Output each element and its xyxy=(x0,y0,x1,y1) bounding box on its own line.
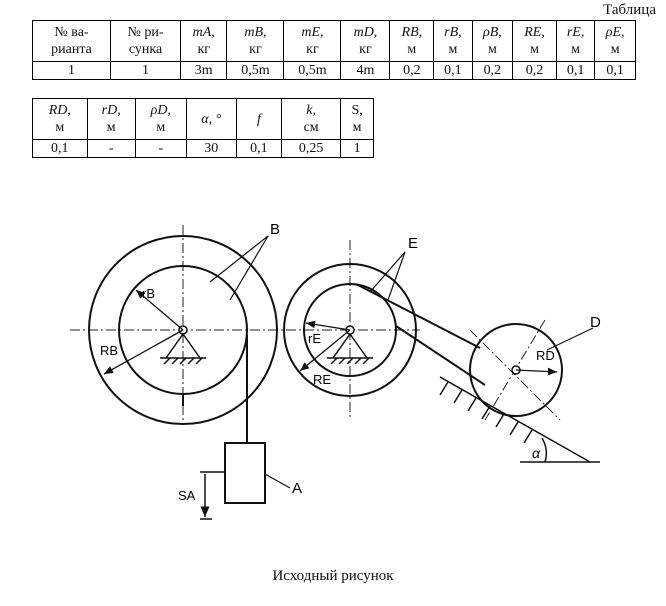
table2-header-unit: см xyxy=(303,120,319,135)
table1-header-cell: № ва-рианта xyxy=(31,20,112,62)
label-rb-large: RB xyxy=(100,343,118,358)
table1-header-symbol: mD, xyxy=(353,25,378,40)
table2-header-cell: α, ° xyxy=(185,98,237,140)
label-alpha: α xyxy=(532,445,541,461)
table2-header-cell: S, м xyxy=(340,98,374,140)
label-a: A xyxy=(292,480,302,497)
table1-header-unit: кг xyxy=(249,42,262,57)
roller-d xyxy=(469,323,563,417)
parameters-table-1: № ва-рианта № ри-сунка mA, кг mB, кг mE, кг mD, к… xyxy=(31,20,636,80)
label-b: B xyxy=(270,221,280,238)
table2-header-cell: k, см xyxy=(280,98,342,140)
table1-value-cell: 0,1 xyxy=(555,61,596,80)
table2-header-unit: м xyxy=(55,120,65,135)
radius-arrows xyxy=(103,289,558,376)
table1-value-cell: 0,1 xyxy=(594,61,636,80)
table1-header-row: № ва-рианта № ри-сунка mA, кг mB, кг mE, кг mD, к… xyxy=(31,20,636,62)
table1-header-unit: кг xyxy=(197,42,210,57)
table2-header-symbol: rD, xyxy=(101,103,121,118)
cables xyxy=(182,283,486,443)
label-rd: RD xyxy=(536,348,555,363)
table1-header-unit: м xyxy=(407,42,417,57)
figure-caption: Исходный рисунок xyxy=(272,568,394,584)
table1-header-unit: м xyxy=(530,42,539,57)
table1-value-cell: 0,2 xyxy=(389,61,435,80)
table1-header-symbol: rE, xyxy=(566,25,585,40)
table1-header-cell: rB, м xyxy=(433,20,473,62)
table1-header-symbol: mB, xyxy=(244,25,267,40)
table2-value-cell: 1 xyxy=(340,139,374,158)
table1-value-cell: 0,1 xyxy=(433,61,473,80)
table1-header-cell: ρE, м xyxy=(594,20,636,62)
table1-header-unit: кг xyxy=(359,42,372,57)
table1-header-symbol: ρB, xyxy=(483,25,502,40)
table1-header-symbol: ρE, xyxy=(605,25,625,40)
table1-header-cell: RB, м xyxy=(389,20,435,62)
pulley-e xyxy=(283,263,417,397)
table2-value-cell: 0,1 xyxy=(235,139,283,158)
table2-header-row: RD, м rD, м ρD, м α, ° f k, см S, м xyxy=(32,98,374,140)
table1-header-unit: рианта xyxy=(51,42,92,57)
table2-header-unit: м xyxy=(352,120,362,135)
table1-header-symbol: № ва- xyxy=(54,25,89,40)
table2-value-cell: 30 xyxy=(185,139,237,158)
table1-header-unit: м xyxy=(448,42,458,57)
table1-header-symbol: RE, xyxy=(524,25,545,40)
table1-value-cell: 0,2 xyxy=(471,61,514,80)
table2-header-unit: м xyxy=(156,120,166,135)
table2-value-cell: 0,25 xyxy=(280,139,342,158)
table2-value-cell: - xyxy=(86,139,136,158)
label-sa: SA xyxy=(178,488,196,503)
table2-header-symbol: RD, xyxy=(48,103,71,118)
incline-plane xyxy=(439,376,600,463)
table1-header-unit: м xyxy=(610,42,620,57)
table1-header-unit: м xyxy=(571,42,581,57)
table1-header-cell: mA, кг xyxy=(180,20,228,62)
table1-header-cell: rE, м xyxy=(555,20,596,62)
table2-header-unit: м xyxy=(106,120,116,135)
table2-value-cell: 0,1 xyxy=(32,139,88,158)
table1-header-symbol: RB, xyxy=(401,25,423,40)
table2-header-symbol: S, xyxy=(351,103,363,118)
table1-value-cell: 1 xyxy=(31,61,112,80)
table1-value-cell: 1 xyxy=(110,61,182,80)
table1-value-cell: 4m xyxy=(340,61,391,80)
table2-header-cell: RD, м xyxy=(32,98,88,140)
table1-header-unit: м xyxy=(487,42,497,57)
table1-value-cell: 0,5m xyxy=(283,61,342,80)
table1-header-symbol: mE, xyxy=(301,25,324,40)
label-e: E xyxy=(408,235,418,252)
table2-header-symbol: α, ° xyxy=(201,111,222,127)
table1-value-cell: 0,5m xyxy=(226,61,285,80)
table1-header-cell: mB, кг xyxy=(226,20,285,62)
table1-header-unit: сунка xyxy=(128,42,163,57)
table-caption: Таблица xyxy=(603,2,656,18)
label-re-large: RE xyxy=(313,372,331,387)
label-re-small: rE xyxy=(308,331,321,346)
table2-header-cell: f xyxy=(235,98,283,140)
table1-header-symbol: mA, xyxy=(192,25,215,40)
table1-header-symbol: № ри- xyxy=(127,25,164,40)
table2-header-symbol: f xyxy=(256,111,261,127)
label-rb-small: rB xyxy=(142,286,155,301)
table1-value-cell: 0,2 xyxy=(512,61,557,80)
table2-header-symbol: ρD, xyxy=(150,103,171,118)
table2-header-symbol: k, xyxy=(306,103,316,118)
weight-a xyxy=(224,442,266,504)
leader-lines xyxy=(209,235,594,489)
support-b xyxy=(160,325,206,365)
table1-value-cell: 3m xyxy=(180,61,228,80)
table1-header-symbol: rB, xyxy=(444,25,462,40)
displacement-sa xyxy=(200,471,225,520)
label-d: D xyxy=(590,314,601,331)
table1-header-unit: кг xyxy=(306,42,319,57)
table1-header-cell: RE, м xyxy=(512,20,557,62)
table1-header-cell: mE, кг xyxy=(283,20,342,62)
table2-value-cell: - xyxy=(134,139,187,158)
